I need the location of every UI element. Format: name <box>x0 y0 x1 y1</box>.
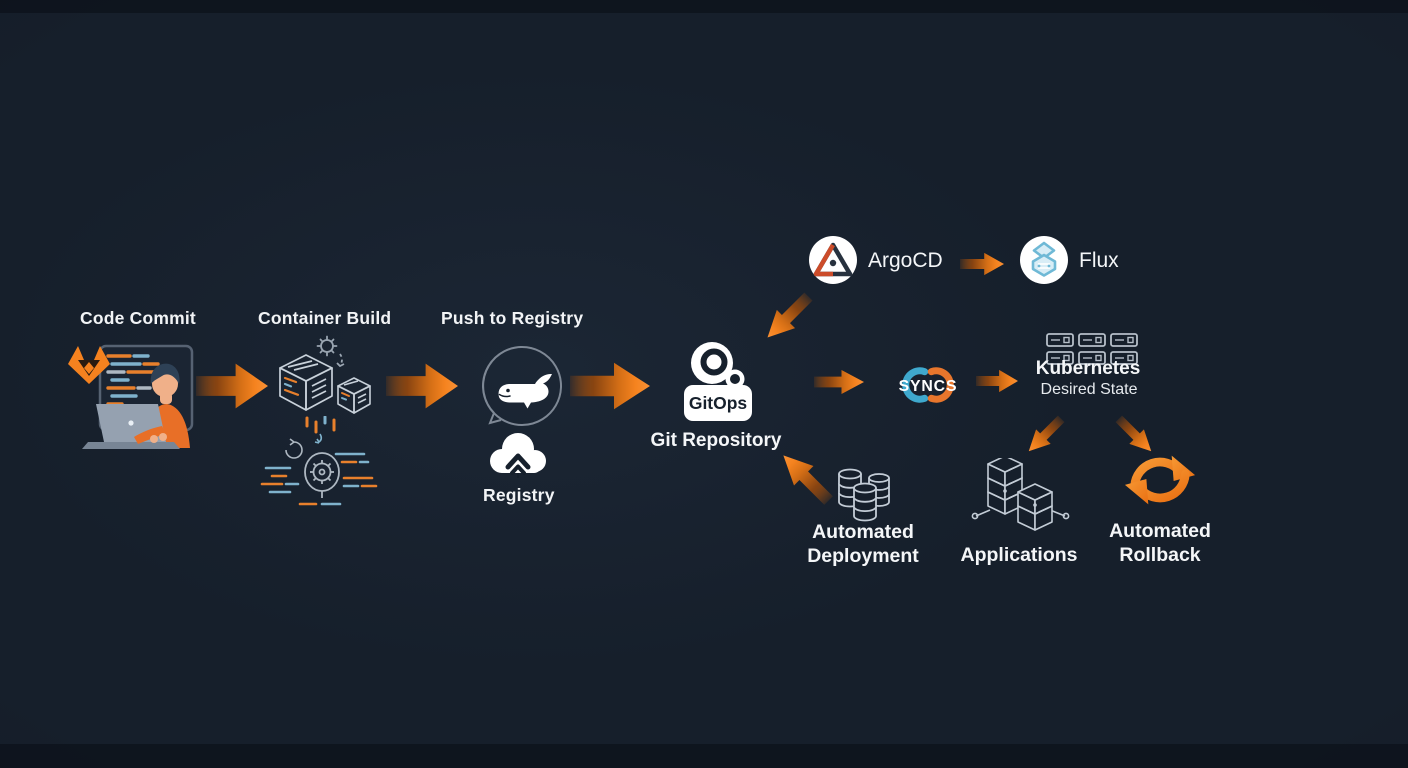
arrow-push-to-gitrepo <box>570 362 650 410</box>
gitops-badge-text: GitOps <box>689 393 748 413</box>
arrow-code-to-build <box>196 363 268 409</box>
container-build-label: Container Build <box>258 308 392 328</box>
flux-label: Flux <box>1079 249 1119 272</box>
gitlab-icon <box>68 346 110 384</box>
argocd-logo-icon <box>809 236 857 284</box>
git-repository-label: Git Repository <box>650 430 782 451</box>
arrow-argocd-to-flux <box>960 252 1004 276</box>
circular-rollback-arrows-icon <box>1124 455 1196 505</box>
argocd-label: ArgoCD <box>868 249 943 272</box>
developer-laptop-illustration <box>68 344 194 449</box>
arrow-deployment-to-gitrepo <box>772 444 840 512</box>
automated-deployment-line1: Automated <box>812 521 914 543</box>
applications-label: Applications <box>960 543 1077 567</box>
gitops-tag-icon: GitOps <box>684 342 752 421</box>
stacked-servers-icon <box>971 458 1070 531</box>
top-letterbox-band <box>0 0 1408 13</box>
arrow-gitrepo-to-syncs <box>814 369 864 395</box>
registry-label: Registry <box>483 485 555 505</box>
sync-rings-icon: SYNCS <box>899 367 958 403</box>
syncs-text: SYNCS <box>899 378 958 395</box>
applications-text: Applications <box>960 544 1078 566</box>
push-to-registry-label: Push to Registry <box>441 308 584 328</box>
automated-deployment-label: Automated Deployment <box>807 520 919 568</box>
arrow-syncs-to-kubernetes <box>976 369 1018 393</box>
arrow-kubernetes-to-applications <box>1020 410 1069 459</box>
build-pipeline-icon <box>260 416 378 506</box>
container-boxes-icon <box>279 335 371 414</box>
automated-rollback-label: Automated Rollback <box>1109 519 1211 567</box>
arrow-build-to-push <box>386 363 458 409</box>
bottom-letterbox-band <box>0 744 1408 768</box>
code-commit-label: Code Commit <box>80 308 196 328</box>
automated-rollback-line2: Rollback <box>1119 544 1201 566</box>
flux-logo-icon <box>1020 236 1068 284</box>
database-cylinders-icon <box>838 468 890 522</box>
cloud-upload-icon <box>490 433 546 478</box>
kubernetes-sublabel: Desired State <box>1040 381 1138 398</box>
server-grid-icon <box>1046 333 1138 365</box>
kubernetes-label: Kubernetes <box>1035 358 1141 379</box>
arrow-argocd-to-gitrepo <box>757 286 819 348</box>
docker-whale-icon <box>482 346 563 426</box>
automated-deployment-line2: Deployment <box>807 545 919 567</box>
automated-rollback-line1: Automated <box>1109 520 1211 542</box>
